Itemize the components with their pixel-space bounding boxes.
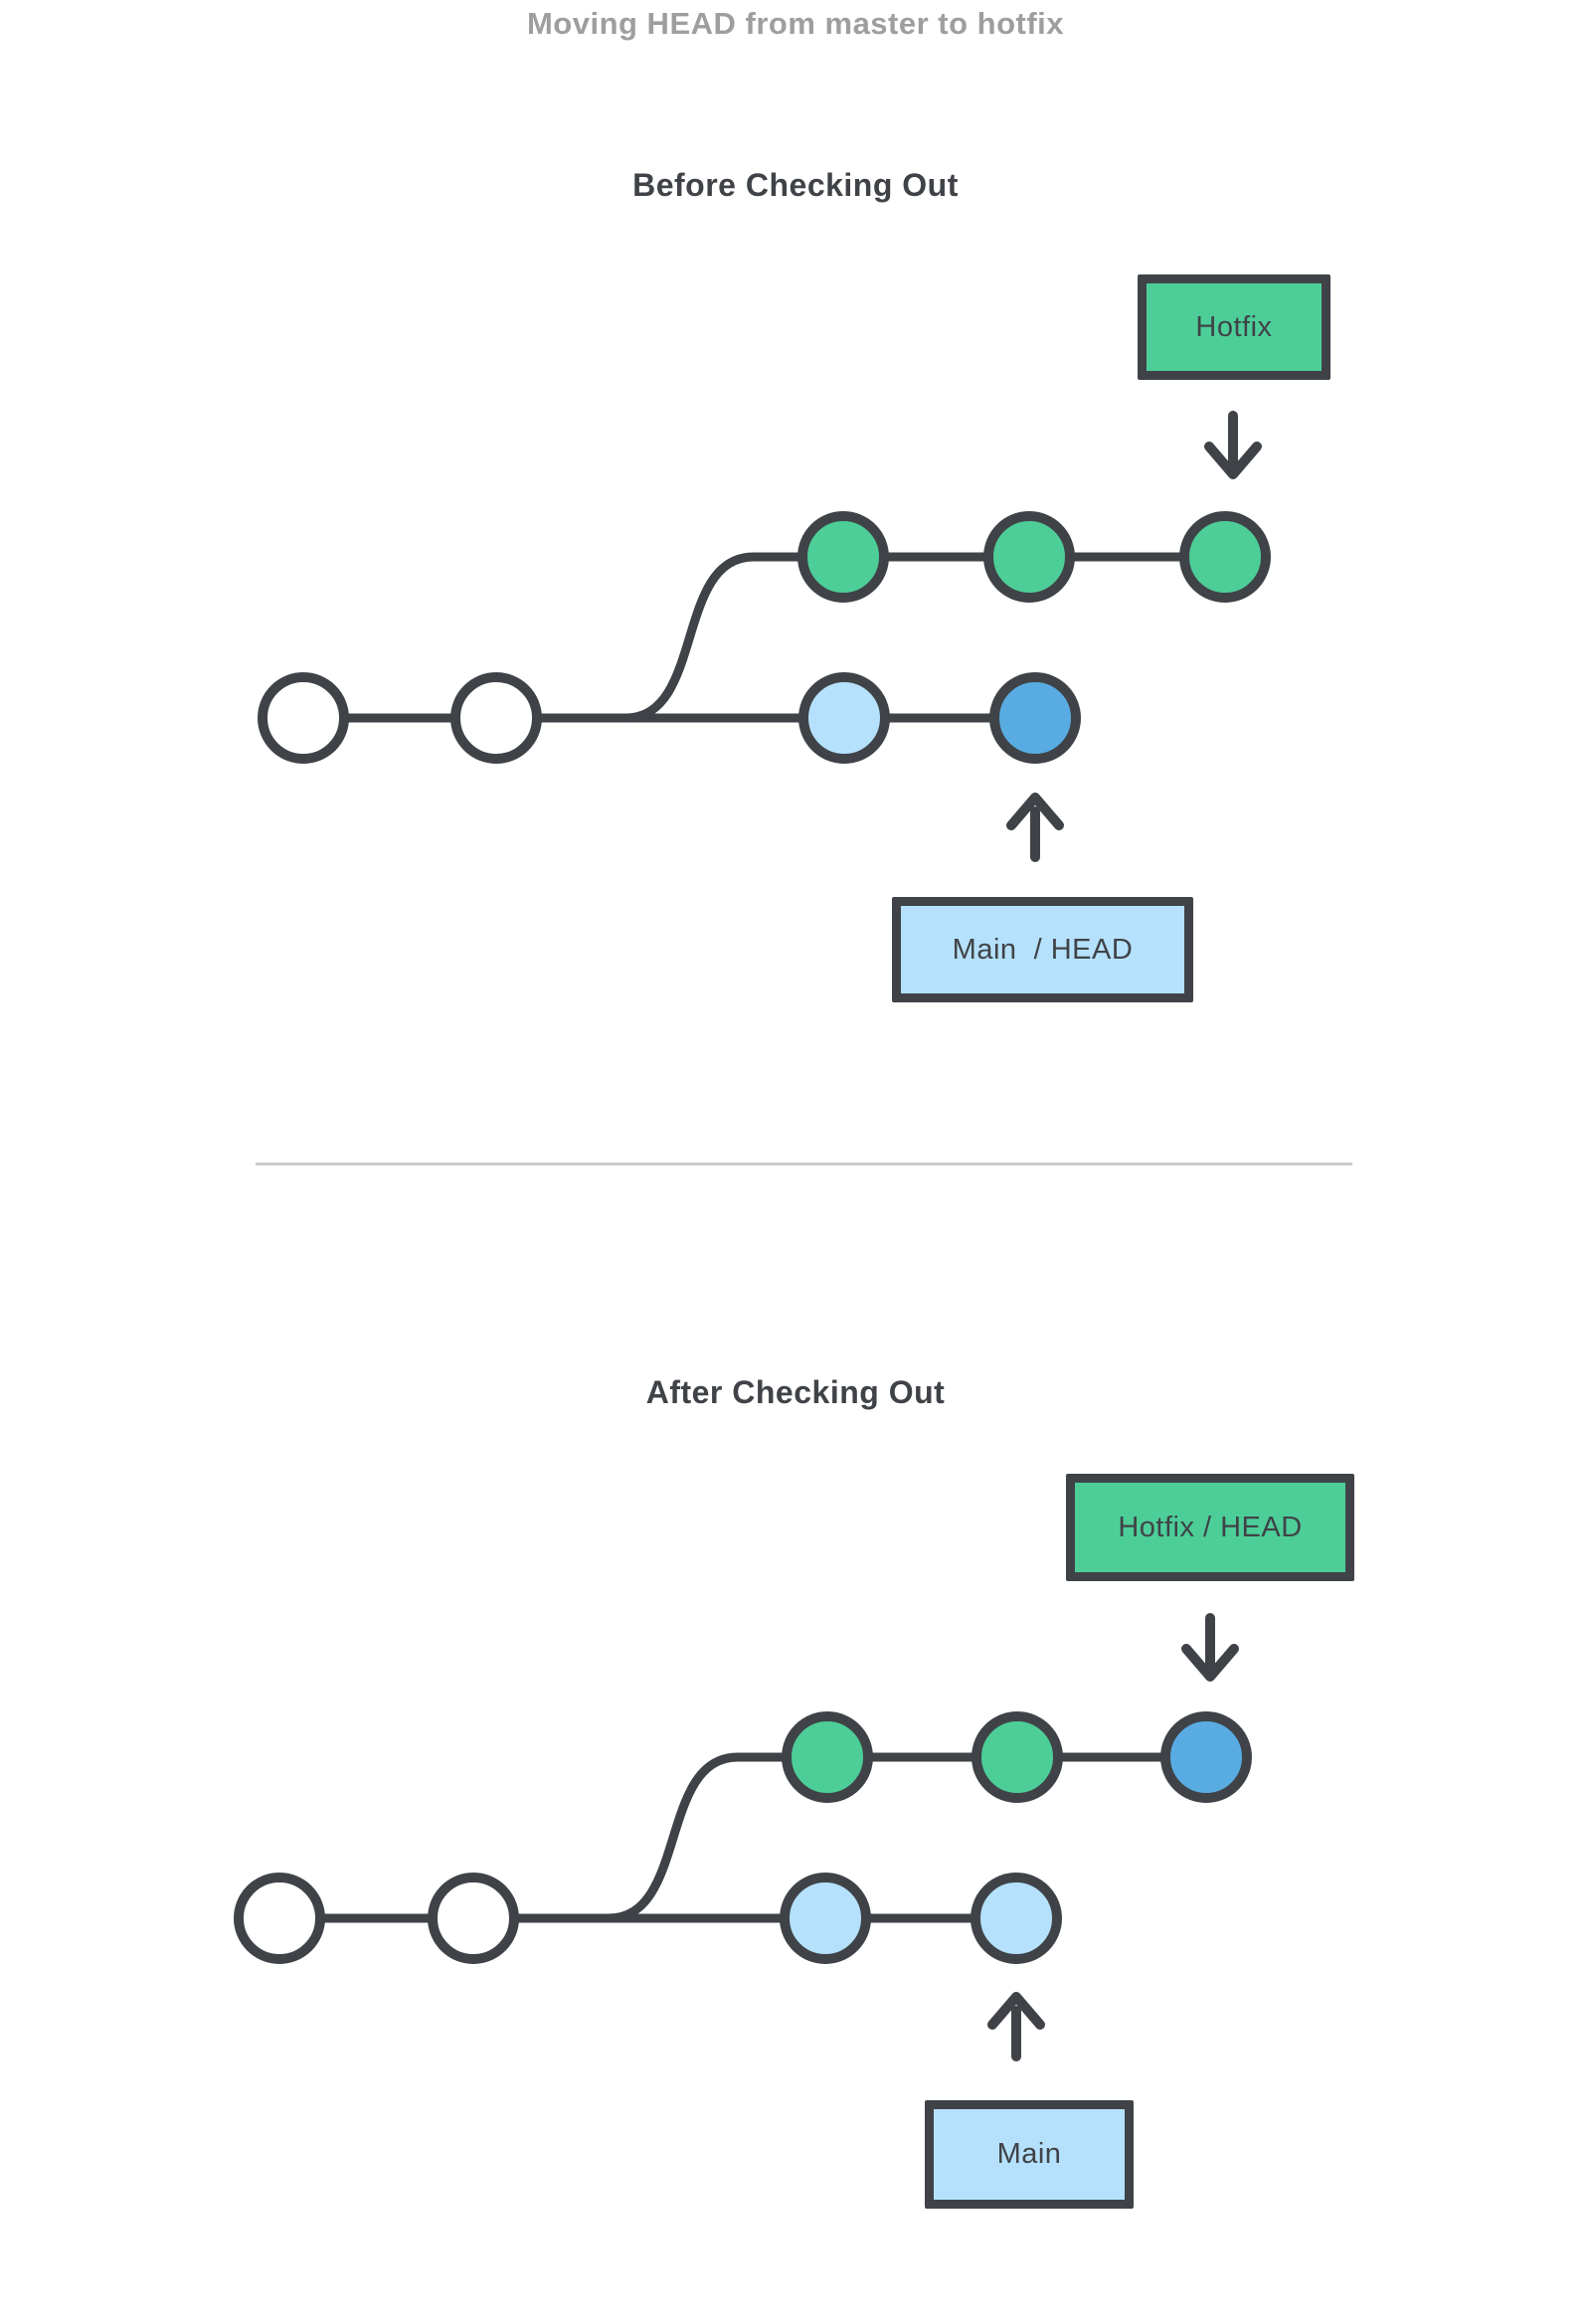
- commit-node-main-1: [258, 672, 349, 764]
- commit-node-main-3: [798, 672, 890, 764]
- hotfix-branch-line: [604, 1752, 1211, 1923]
- commit-node-main-4: [971, 1873, 1062, 1964]
- hotfix-head-label: Hotfix / HEAD: [1118, 1511, 1303, 1543]
- hotfix-head-label-box: Hotfix / HEAD: [1066, 1474, 1354, 1581]
- arrow-down-icon: [1204, 411, 1262, 479]
- commit-node-hotfix-1: [797, 511, 889, 603]
- commit-node-main-1: [234, 1873, 325, 1964]
- hotfix-branch-line: [620, 552, 1230, 723]
- git-graph-after: [234, 1613, 1252, 2061]
- page-title: Moving HEAD from master to hotfix: [526, 6, 1065, 41]
- commit-node-hotfix-1: [782, 1711, 873, 1803]
- main-head-label: Main / HEAD: [952, 933, 1134, 966]
- commit-node-main-2: [428, 1873, 519, 1964]
- section-divider: [256, 1162, 1352, 1165]
- main-label-box: Main: [925, 2100, 1134, 2209]
- hotfix-branch-label: Hotfix: [1195, 310, 1273, 343]
- arrow-up-icon: [987, 1992, 1045, 2061]
- commit-node-main-3: [780, 1873, 871, 1964]
- commit-node-hotfix-2: [972, 1711, 1063, 1803]
- before-section-heading: Before Checking Out: [632, 167, 959, 203]
- arrow-down-icon: [1181, 1613, 1239, 1682]
- hotfix-branch-label-box: Hotfix: [1138, 274, 1330, 380]
- commit-node-hotfix-2: [983, 511, 1075, 603]
- main-head-label-box: Main / HEAD: [892, 897, 1193, 1002]
- main-label: Main: [996, 2138, 1062, 2170]
- arrow-up-icon: [1006, 793, 1064, 862]
- commit-node-hotfix-head: [1160, 1711, 1252, 1803]
- commit-node-main-head: [989, 672, 1081, 764]
- commit-node-main-2: [450, 672, 542, 764]
- after-section-heading: After Checking Out: [645, 1374, 946, 1410]
- commit-node-hotfix-3: [1179, 511, 1271, 603]
- git-graph-before: [258, 411, 1271, 862]
